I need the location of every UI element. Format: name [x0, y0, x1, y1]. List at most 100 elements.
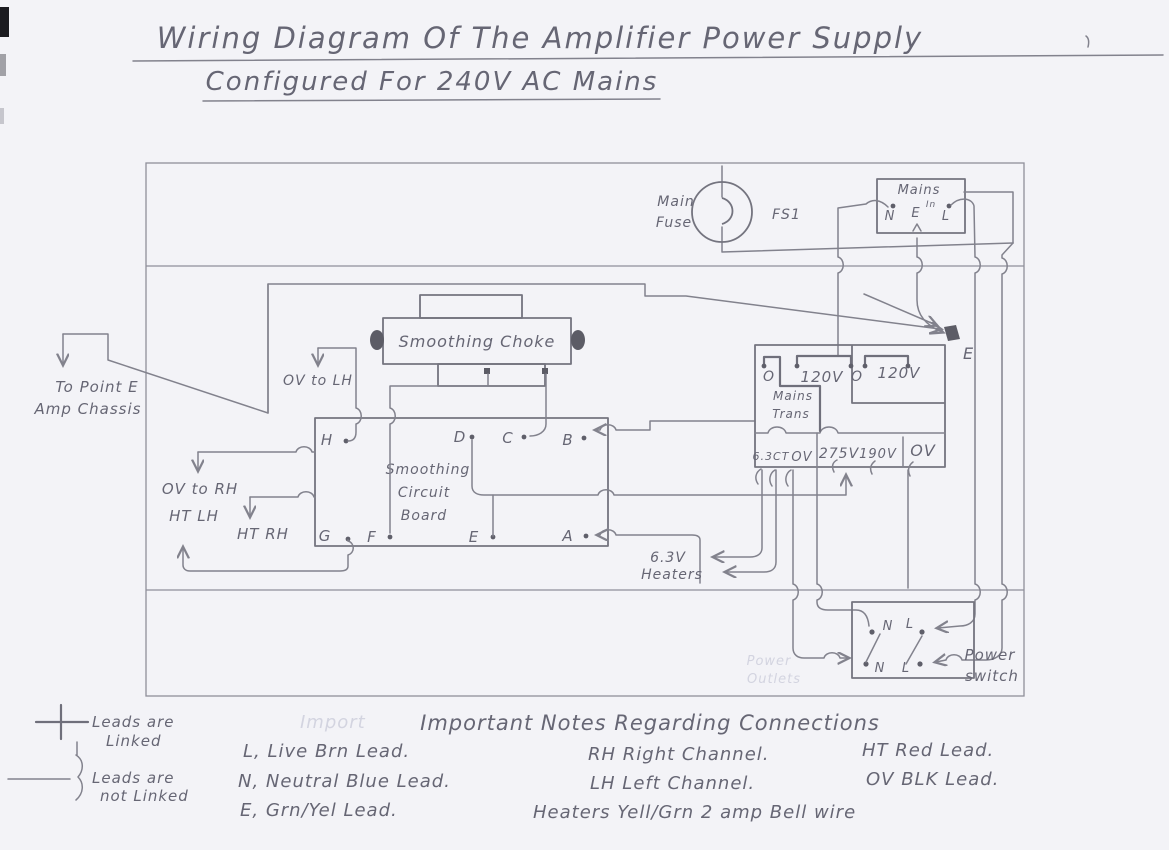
choke-top-tab: [419, 294, 523, 319]
switch-label-2: switch: [965, 667, 1019, 685]
choke-terminal: [542, 368, 548, 374]
scan-mark: [0, 108, 4, 124]
fuse-leads: [721, 165, 1014, 253]
terminal-dot: [862, 363, 868, 369]
wire-right-drop: [936, 242, 1014, 662]
terminal-dot: [583, 533, 589, 539]
transformer-divider-v: [816, 432, 904, 468]
terminal-dot: [521, 434, 527, 440]
tap-o2: O: [851, 369, 863, 385]
switch-n-bot: N: [875, 661, 886, 676]
switch-l-top: L: [906, 617, 914, 632]
transformer-bracket-120: [795, 354, 853, 367]
tap-ov2: OV: [910, 441, 936, 460]
wire-to-b: [596, 420, 756, 430]
mains-in-label: Mains: [898, 183, 941, 198]
wire-heaters: [726, 469, 777, 572]
board-label-3: Board: [401, 508, 447, 524]
wire-diagonal-to-e: [267, 283, 940, 414]
heater-feeds: 6.3V Heaters: [641, 466, 909, 658]
terminal-dot: [469, 434, 475, 440]
note-heaters: Heaters Yell/Grn 2 amp Bell wire: [533, 802, 856, 823]
terminal-n: N: [885, 209, 896, 224]
switch-terminal: [917, 661, 923, 667]
note-lh: LH Left Channel.: [590, 773, 755, 794]
choke-label: Smoothing Choke: [399, 332, 556, 351]
choke-terminal: [484, 368, 490, 374]
heater-volt-label: 6.3V: [650, 550, 686, 566]
title-line2: Configured For 240V AC Mains: [206, 67, 659, 97]
middle-wiring: [183, 283, 940, 584]
terminal-l: L: [942, 209, 950, 224]
transformer-divider-h: [754, 426, 946, 434]
legend: Leads are Linked Leads are not Linked: [7, 703, 189, 805]
scan-artifacts: [0, 7, 1090, 124]
notes-section: Import Important Notes Regarding Connect…: [238, 711, 998, 823]
smoothing-choke: Smoothing Choke: [370, 294, 585, 387]
terminal-dot: [490, 534, 496, 540]
left-labels: OV to LH OV to RH HT LH HT RH: [162, 347, 352, 543]
wire-ov-rh: [197, 446, 316, 453]
note-ht: HT Red Lead.: [862, 740, 994, 761]
earth-arrow: [912, 223, 922, 232]
chassis-point-note: To Point E Amp Chassis: [34, 283, 269, 418]
chassis-note-1: To Point E: [55, 378, 138, 396]
wire-choke-to-f: [389, 373, 489, 534]
switch-blades: [865, 633, 923, 665]
board-label-2: Circuit: [398, 485, 450, 501]
mains-in-box: [876, 178, 966, 234]
choke-bottom-tab: [437, 363, 546, 387]
mains-fuse: Main Fuse FS1: [656, 165, 1014, 253]
transformer-outline: [754, 344, 946, 468]
terminal-dot: [946, 203, 952, 209]
legend-linked-2: Linked: [106, 732, 161, 750]
mains-in-sublabel: In: [926, 200, 936, 210]
transformer-bracket-120b: [863, 354, 910, 367]
board-outline: [314, 417, 609, 547]
wire-63v: [714, 469, 763, 557]
chassis-note-2: Amp Chassis: [34, 400, 142, 418]
ht-lh-label: HT LH: [169, 507, 219, 525]
wire-ht-rh: [249, 491, 316, 498]
switch-l-bot: L: [902, 661, 910, 676]
legend-notlinked-1: Leads are: [92, 769, 174, 787]
board-terminal-a: A: [561, 527, 573, 545]
ghost-heading: Import: [300, 712, 366, 733]
switch-outline: [851, 601, 975, 679]
tap-120a: 120V: [801, 368, 845, 386]
wire-short-to-e: [863, 293, 936, 325]
fuse-element: [721, 197, 734, 225]
board-terminal-c: C: [502, 429, 513, 447]
note-neutral: N, Neutral Blue Lead.: [238, 771, 451, 792]
outer-box: [145, 162, 1025, 697]
choke-bolt-left: [370, 330, 384, 350]
smoothing-circuit-board: Smoothing Circuit Board H D C B G F E A: [314, 417, 609, 547]
switch-terminal: [919, 629, 925, 635]
switch-terminal: [863, 661, 869, 667]
board-terminal-h: H: [321, 431, 333, 449]
switch-terminal: [869, 629, 875, 635]
title-underline1: [132, 54, 1164, 62]
terminal-dot: [387, 534, 393, 540]
terminal-dot: [581, 435, 587, 441]
tap-190: 190V: [859, 447, 897, 462]
note-live: L, Live Brn Lead.: [243, 741, 410, 762]
wire-to-switch-n-top: [816, 466, 870, 627]
note-earth: E, Grn/Yel Lead.: [240, 800, 398, 821]
wire-neutral: [837, 199, 889, 357]
power-switch: N L N L Power switch Power Outlets: [747, 601, 1019, 687]
fuse-label-1: Main: [657, 194, 694, 210]
legend-notlinked-2: not Linked: [100, 787, 189, 805]
board-label-1: Smoothing: [386, 462, 471, 478]
terminal-dot: [343, 438, 349, 444]
wire-g-to-htlh: [183, 539, 354, 572]
tap-o1: O: [763, 369, 775, 385]
mains-in-connector: Mains In N E L: [876, 178, 966, 234]
fuse-ref: FS1: [772, 207, 801, 223]
board-terminal-d: D: [454, 428, 467, 446]
board-terminal-b: B: [562, 431, 573, 449]
tap-arrows-63: [755, 468, 792, 487]
notes-heading: Important Notes Regarding Connections: [420, 711, 880, 735]
linked-symbol: [34, 703, 90, 741]
